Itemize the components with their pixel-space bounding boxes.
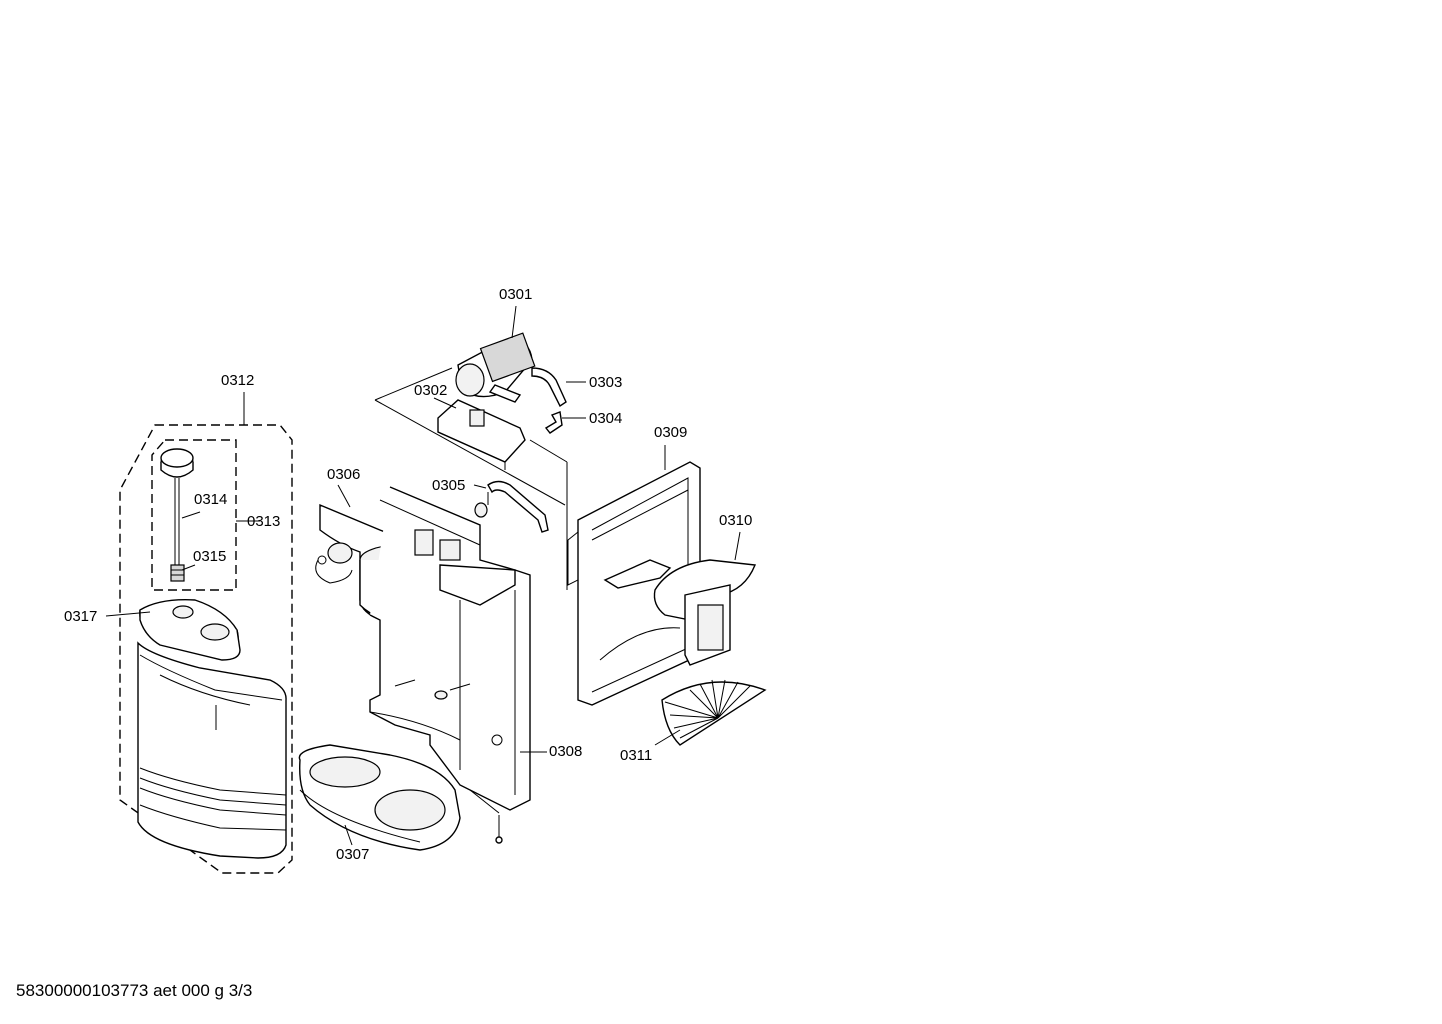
label-0301: 0301	[499, 286, 533, 303]
label-0317: 0317	[64, 608, 98, 625]
label-0305: 0305	[432, 477, 466, 494]
label-0314: 0314	[194, 491, 228, 508]
document-footer: 58300000103773 aet 000 g 3/3	[16, 981, 253, 1000]
label-0315: 0315	[193, 548, 227, 565]
float-rod-0314	[160, 448, 194, 565]
tube-0305	[474, 480, 549, 533]
label-0311: 0311	[620, 747, 653, 764]
label-0313: 0313	[247, 513, 281, 530]
label-0307: 0307	[336, 846, 370, 863]
frame-0308	[369, 486, 531, 811]
label-0302: 0302	[414, 382, 448, 399]
drip-tray-0307	[298, 744, 461, 851]
tank-lid-0317	[139, 599, 241, 661]
label-0306: 0306	[327, 466, 361, 483]
pump-bracket-0302	[437, 399, 526, 470]
screw	[495, 815, 503, 844]
leader-lines	[105, 305, 741, 846]
label-0303: 0303	[589, 374, 623, 391]
label-0312: 0312	[221, 372, 255, 389]
assembly-outline-0312	[119, 424, 293, 874]
pump-0301	[455, 332, 536, 403]
assembly-outline-0313	[151, 439, 237, 591]
grid-plate-0311	[661, 679, 767, 746]
filter-tip-0315	[170, 564, 185, 582]
hose-0303	[531, 367, 567, 408]
water-tank	[137, 641, 287, 859]
label-0310: 0310	[719, 512, 753, 529]
label-0309: 0309	[654, 424, 688, 441]
label-0304: 0304	[589, 410, 623, 427]
label-0308: 0308	[549, 743, 583, 760]
connector-0304	[544, 411, 563, 434]
spout-0310	[653, 559, 756, 666]
